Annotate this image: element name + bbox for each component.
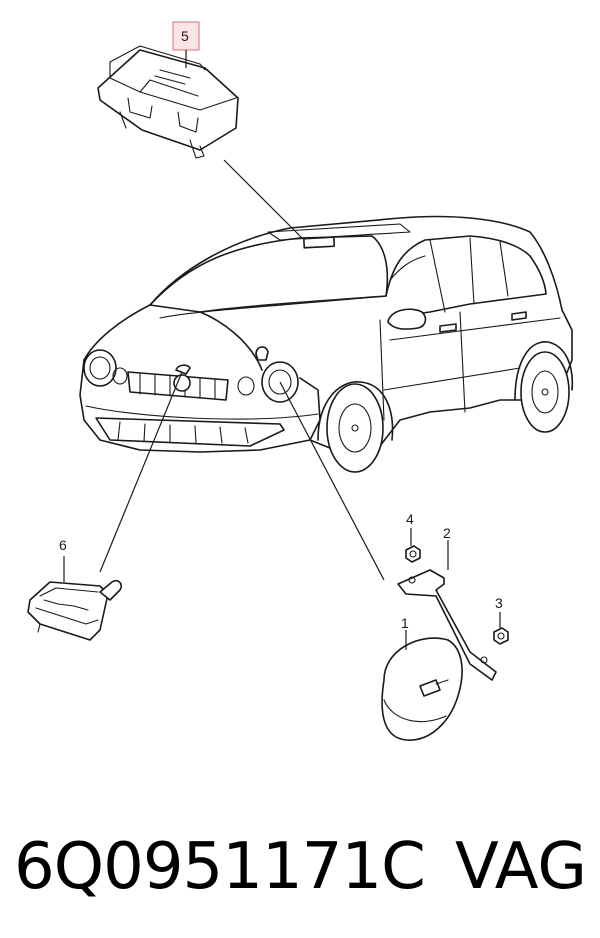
footer-caption: 6Q0951171C VAG: [0, 812, 600, 922]
callout-2[interactable]: 2: [443, 525, 451, 541]
callout-4[interactable]: 4: [406, 511, 414, 527]
callout-3[interactable]: 3: [495, 595, 503, 611]
part-number-label: 6Q0951171C: [14, 830, 426, 904]
svg-text:5: 5: [181, 28, 189, 44]
brand-label: VAG: [455, 830, 587, 904]
part-5-control-module: [97, 45, 239, 159]
parts-diagram: 5: [27, 21, 574, 741]
callout-6[interactable]: 6: [59, 537, 67, 553]
leader-line-5-to-roof: [223, 159, 303, 239]
part-4-nut: [405, 545, 421, 563]
car-illustration: [79, 215, 574, 473]
part-3-nut: [493, 627, 509, 645]
part-6-switch: [27, 579, 123, 641]
part-1-horn: [381, 637, 463, 741]
leader-line-horn: [279, 381, 385, 581]
callout-1[interactable]: 1: [401, 615, 409, 631]
leader-line-6: [99, 371, 183, 573]
callout-5[interactable]: 5: [172, 21, 200, 51]
part-2-bracket: [397, 569, 497, 681]
